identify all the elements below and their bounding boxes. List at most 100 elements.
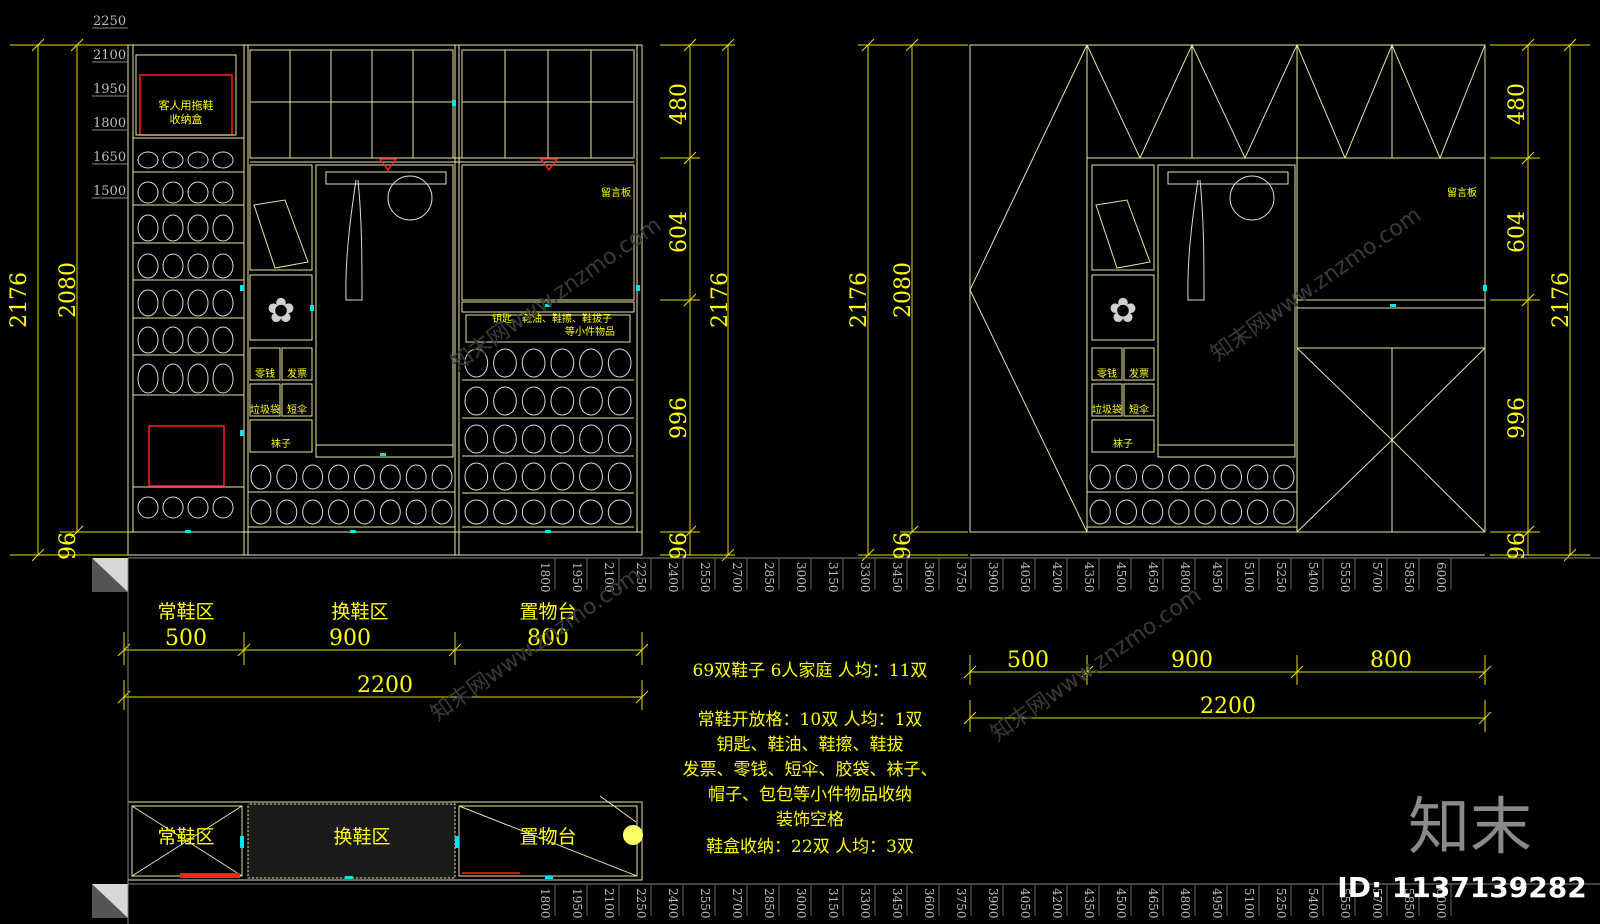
r-label-socks: 袜子 bbox=[1113, 437, 1133, 450]
shoe bbox=[1220, 499, 1242, 525]
ruler-tick-label: 2400 bbox=[666, 562, 680, 593]
ruler-tick-label: 4200 bbox=[1050, 888, 1064, 919]
shoe bbox=[354, 464, 375, 490]
plant-icon-right: ✿ bbox=[1109, 291, 1138, 331]
ruler-tick-label: 4350 bbox=[1082, 888, 1096, 919]
shoe bbox=[212, 326, 234, 354]
bench-seat bbox=[315, 444, 454, 458]
shoe bbox=[579, 348, 603, 378]
shoe bbox=[550, 386, 575, 416]
ruler-tick-label: 4500 bbox=[1114, 562, 1128, 593]
shoe bbox=[1194, 464, 1216, 490]
shoe bbox=[162, 253, 184, 279]
ruler-tick-label: 5850 bbox=[1402, 888, 1416, 919]
shoe bbox=[1220, 464, 1242, 490]
shoe bbox=[1247, 464, 1269, 490]
note-line: 装饰空格 bbox=[776, 810, 844, 830]
shoe bbox=[212, 363, 234, 394]
shoe bbox=[162, 151, 184, 169]
shoe bbox=[187, 253, 209, 279]
shoe bbox=[137, 326, 159, 354]
shoe bbox=[493, 386, 517, 416]
shoe bbox=[1142, 499, 1164, 525]
level-mark: 1500 bbox=[93, 184, 126, 199]
ruler-tick-label: 2700 bbox=[730, 562, 744, 593]
coat-hook-rail bbox=[325, 171, 447, 185]
r-width-900: 900 bbox=[1171, 648, 1213, 673]
label-umbrella: 短伞 bbox=[287, 403, 307, 416]
ruler-tick-label: 2700 bbox=[730, 888, 744, 919]
shoe bbox=[187, 363, 209, 394]
shoe bbox=[379, 464, 401, 490]
note-line: 钥匙、鞋油、鞋擦、鞋拔 bbox=[717, 735, 904, 755]
ruler-tick-label: 1800 bbox=[538, 888, 552, 919]
zone-label-2: 换鞋区 bbox=[331, 601, 388, 623]
dim-left-body: 2080 bbox=[56, 262, 81, 318]
shoe bbox=[354, 499, 375, 525]
ruler-tick-label: 6000 bbox=[1434, 888, 1448, 919]
ruler-tick-label: 2550 bbox=[698, 562, 712, 593]
shoe bbox=[276, 464, 298, 490]
shoe bbox=[550, 424, 575, 454]
ruler-tick-label: 5550 bbox=[1338, 562, 1352, 593]
ruler-tick-label: 3000 bbox=[794, 562, 808, 593]
ruler-tick-label: 2850 bbox=[762, 888, 776, 919]
shoe bbox=[137, 289, 159, 317]
zone-width-dims: 常鞋区 换鞋区 置物台 500 900 800 2200 bbox=[117, 601, 649, 710]
dim-right-mid: 604 bbox=[667, 211, 692, 253]
left-elevation: 客人用拖鞋 收纳盒 ✿ 零钱 发票 垃圾袋 短伞 袜子 留言板 bbox=[127, 44, 643, 556]
dim-left-total: 2176 bbox=[7, 272, 32, 328]
shoe bbox=[1168, 464, 1190, 490]
cyan-hardware bbox=[185, 100, 640, 533]
label-receipt: 发票 bbox=[287, 367, 307, 380]
lower-shoe-rows bbox=[248, 464, 455, 528]
label-bag: 垃圾袋 bbox=[250, 403, 280, 416]
ruler-tick-label: 3000 bbox=[794, 888, 808, 919]
label-coins: 零钱 bbox=[255, 367, 275, 380]
shoe bbox=[212, 214, 234, 242]
shoe bbox=[464, 424, 489, 454]
left-shoe-shelves bbox=[133, 137, 244, 533]
r-dim-left-total: 2176 bbox=[847, 272, 872, 328]
shoe bbox=[579, 462, 603, 491]
dim-right-base: 96 bbox=[667, 532, 692, 560]
ruler-tick-label: 1800 bbox=[538, 562, 552, 593]
ruler-tick-label: 3300 bbox=[858, 562, 872, 593]
shoe bbox=[1142, 464, 1164, 490]
left-elevation-dims: 2176 2080 96 480 604 996 96 2176 bbox=[7, 38, 735, 562]
ruler-tick-label: 5700 bbox=[1370, 562, 1384, 593]
shoe bbox=[405, 464, 427, 490]
ruler-tick-label: 2400 bbox=[666, 888, 680, 919]
ruler-tick-label: 4950 bbox=[1210, 562, 1224, 593]
brand-logo: 知末 bbox=[1408, 790, 1532, 863]
shoe bbox=[493, 462, 517, 491]
shoe bbox=[1273, 464, 1295, 490]
ruler-tick-label: 4200 bbox=[1050, 562, 1064, 593]
shoe bbox=[276, 499, 298, 525]
hanging-hat bbox=[387, 175, 433, 221]
shoe bbox=[379, 499, 401, 525]
plant-icon: ✿ bbox=[267, 291, 296, 331]
ruler-tick-label: 5850 bbox=[1402, 562, 1416, 593]
shoe bbox=[607, 462, 632, 491]
ruler-corners bbox=[92, 558, 129, 924]
shoe bbox=[579, 424, 603, 454]
shoe bbox=[550, 499, 575, 525]
r-label-coins: 零钱 bbox=[1097, 367, 1117, 380]
shoe bbox=[137, 214, 159, 242]
shoe bbox=[187, 151, 209, 169]
shoe bbox=[1194, 499, 1216, 525]
shoe bbox=[187, 214, 209, 242]
shoe bbox=[162, 363, 184, 394]
hanging-area bbox=[315, 164, 454, 446]
left-top-glass-doors bbox=[249, 49, 635, 163]
r-dim-right-base: 96 bbox=[1505, 532, 1530, 560]
ruler-tick-label: 3900 bbox=[986, 562, 1000, 593]
note-line: 鞋盒收纳：22双 人均：3双 bbox=[706, 837, 914, 857]
keys-label-line1: 钥匙、鞋油、鞋擦、鞋拔子 bbox=[492, 312, 612, 325]
plan-view: 常鞋区 换鞋区 置物台 bbox=[127, 795, 643, 881]
ruler-tick-label: 3150 bbox=[826, 888, 840, 919]
